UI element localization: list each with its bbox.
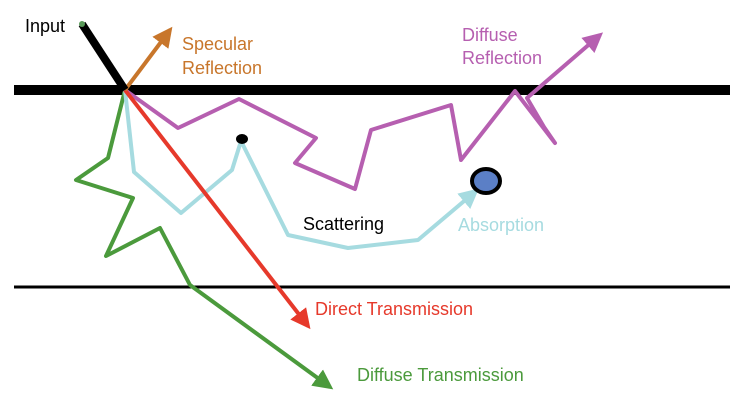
scattering-label: Scattering bbox=[303, 214, 384, 234]
specular-reflection-label-line1: Specular bbox=[182, 34, 253, 54]
diffuse-reflection-label-line2: Reflection bbox=[462, 48, 542, 68]
diffuse-transmission-label: Diffuse Transmission bbox=[357, 365, 524, 385]
input-label: Input bbox=[25, 16, 65, 36]
specular-reflection-label-line2: Reflection bbox=[182, 58, 262, 78]
direct-transmission-arrow bbox=[123, 88, 311, 330]
diffuse-transmission-path bbox=[74, 89, 334, 390]
absorption-particle bbox=[470, 167, 502, 195]
input-beam bbox=[78, 21, 129, 93]
scattering-particle bbox=[236, 134, 248, 144]
direct-transmission-label: Direct Transmission bbox=[315, 299, 473, 319]
diffuse-reflection-path bbox=[123, 32, 604, 191]
absorption-label: Absorption bbox=[458, 215, 544, 235]
specular-reflection-arrow bbox=[123, 26, 173, 92]
diffuse-reflection-label-line1: Diffuse bbox=[462, 25, 518, 45]
input-origin-dot bbox=[79, 21, 85, 27]
